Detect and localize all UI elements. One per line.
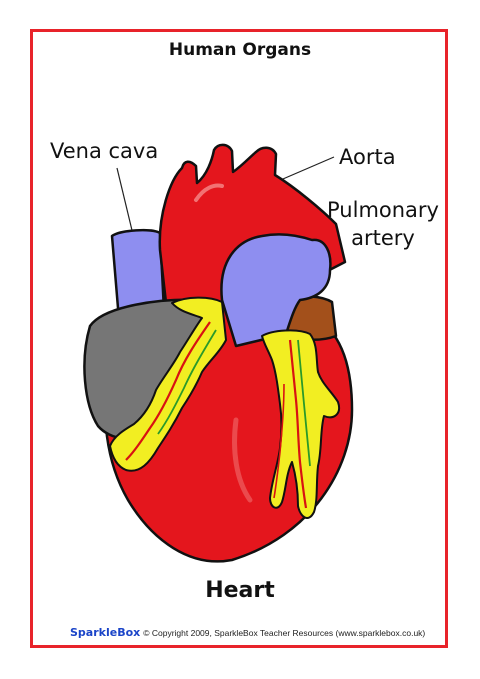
- aorta-highlight: [194, 183, 224, 202]
- label-vena-cava: Vena cava: [50, 139, 159, 163]
- coronary-fat-right: [261, 329, 340, 519]
- coronary-vessel-left-green: [157, 329, 217, 435]
- footer: SparkleBox© Copyright 2009, SparkleBox T…: [70, 626, 425, 639]
- coronary-vessel-right-red-branch: [273, 383, 285, 499]
- label-pulmonary-line1: Pulmonary: [327, 198, 439, 222]
- poster-title: Human Organs: [168, 40, 312, 60]
- copyright-text: © Copyright 2009, SparkleBox Teacher Res…: [143, 628, 426, 638]
- coronary-vessel-right-red: [288, 339, 308, 509]
- pulmonary-artery: [220, 233, 332, 348]
- label-pulmonary-artery: Pulmonary artery: [327, 196, 439, 252]
- organ-caption: Heart: [205, 578, 275, 603]
- label-aorta: Aorta: [339, 145, 396, 169]
- ventricle-highlight: [232, 417, 253, 503]
- coronary-vessel-left-red: [125, 321, 211, 461]
- brand-logo: SparkleBox: [70, 626, 141, 639]
- label-pulmonary-line2: artery: [351, 226, 415, 250]
- coronary-vessel-right-green: [297, 339, 311, 467]
